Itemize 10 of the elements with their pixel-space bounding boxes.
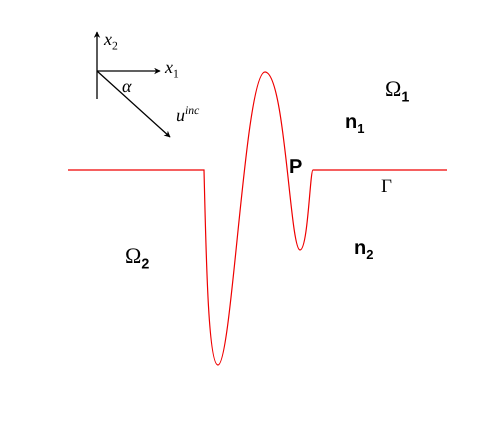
region-label: Ω$_{2}$ xyxy=(125,245,150,272)
axis-label: x$_{1}$ xyxy=(165,58,179,80)
index-label: n$_{1}$ xyxy=(345,112,364,135)
axis-label: x$_{2}$ xyxy=(104,30,118,52)
region-label: Ω$_{1}$ xyxy=(385,78,410,105)
point-label: P xyxy=(289,157,302,177)
angle-label: α xyxy=(122,77,132,95)
vector-label: u$^{inc}$ xyxy=(176,105,200,124)
index-label: n$_{2}$ xyxy=(354,238,374,261)
interface-label: Γ xyxy=(381,177,392,196)
